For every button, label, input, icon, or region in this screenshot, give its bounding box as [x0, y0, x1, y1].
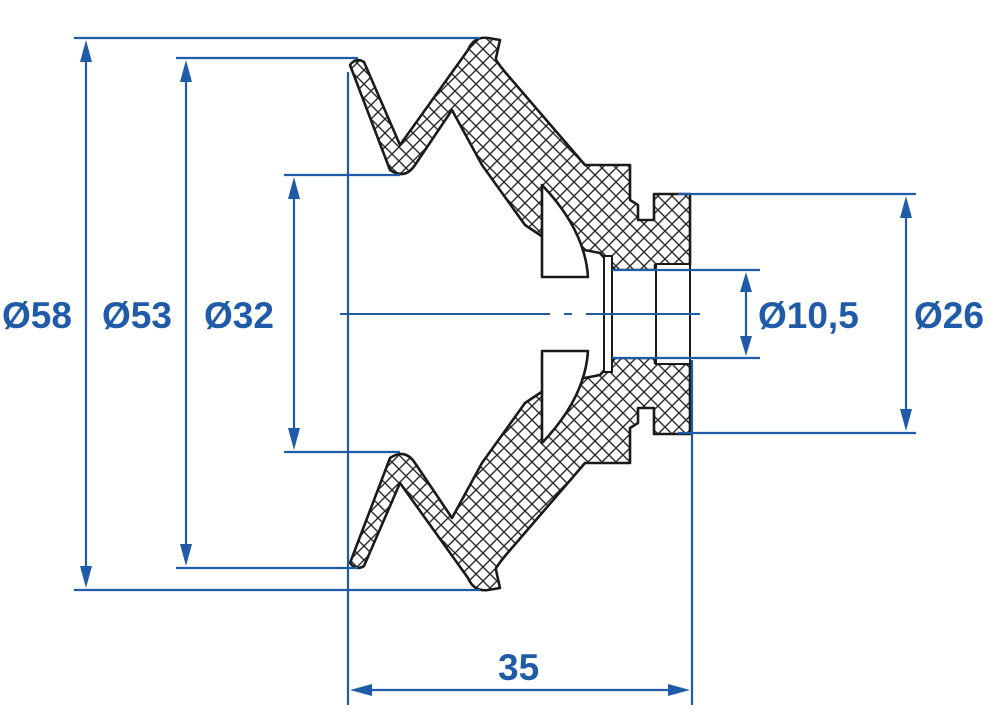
label-d10-5: Ø10,5	[758, 295, 859, 336]
dimension-d58	[80, 40, 92, 588]
dimension-d26	[900, 196, 912, 431]
label-d53: Ø53	[102, 295, 172, 336]
dimension-d32	[288, 177, 300, 450]
dimension-d53	[180, 60, 192, 566]
suction-cup-lower-section	[348, 356, 692, 592]
label-d26: Ø26	[914, 295, 984, 336]
dimension-d10-5	[740, 272, 752, 356]
label-d32: Ø32	[204, 295, 274, 336]
label-length: 35	[498, 647, 539, 688]
label-d58: Ø58	[2, 295, 72, 336]
dimension-length	[350, 684, 690, 696]
inner-lip-lower	[540, 349, 590, 445]
inner-lip-upper	[540, 183, 590, 279]
suction-cup-upper-section	[348, 36, 692, 272]
